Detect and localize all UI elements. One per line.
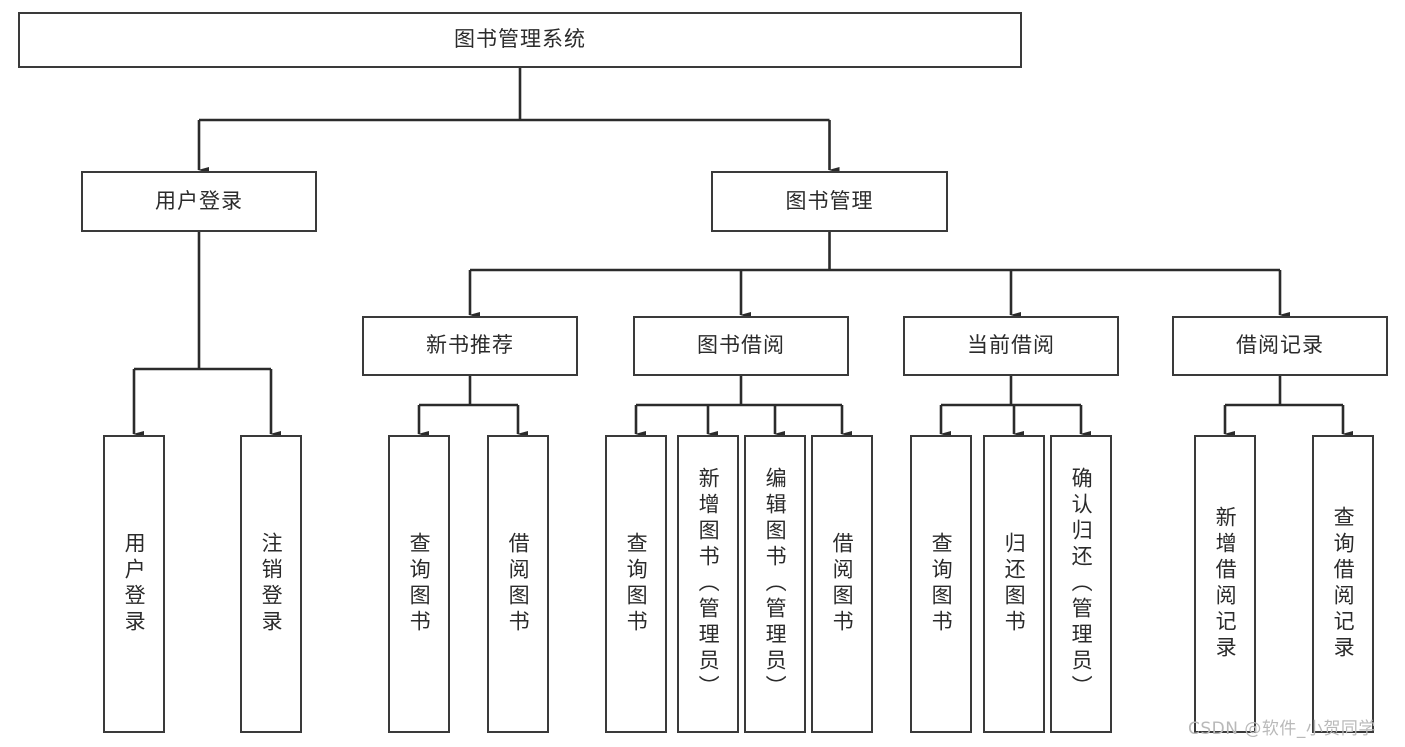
node-leaf-add-book-admin-label: 新增图书（管理员）	[696, 467, 721, 701]
node-leaf-borrow-book-recommend-label: 借阅图书	[506, 532, 531, 636]
node-leaf-return-book[interactable]: 归还图书	[983, 435, 1045, 733]
node-leaf-query-book-recommend-label: 查询图书	[407, 532, 432, 636]
node-leaf-logout[interactable]: 注销登录	[240, 435, 302, 733]
node-leaf-confirm-return-admin-label: 确认归还（管理员）	[1069, 467, 1094, 701]
node-leaf-add-book-admin[interactable]: 新增图书（管理员）	[677, 435, 739, 733]
node-leaf-user-login[interactable]: 用户登录	[103, 435, 165, 733]
node-book-borrow-label: 图书借阅	[697, 333, 785, 358]
node-leaf-add-borrow-record[interactable]: 新增借阅记录	[1194, 435, 1256, 733]
node-leaf-query-borrow-record[interactable]: 查询借阅记录	[1312, 435, 1374, 733]
node-borrow-record[interactable]: 借阅记录	[1172, 316, 1388, 376]
node-leaf-user-login-label: 用户登录	[122, 532, 147, 636]
node-leaf-return-book-label: 归还图书	[1002, 532, 1027, 636]
node-new-book-recommend-label: 新书推荐	[426, 333, 514, 358]
node-leaf-borrow-book-recommend[interactable]: 借阅图书	[487, 435, 549, 733]
node-book-borrow[interactable]: 图书借阅	[633, 316, 849, 376]
node-leaf-query-book-current-label: 查询图书	[929, 532, 954, 636]
node-root-label: 图书管理系统	[454, 27, 586, 52]
node-leaf-confirm-return-admin[interactable]: 确认归还（管理员）	[1050, 435, 1112, 733]
node-new-book-recommend[interactable]: 新书推荐	[362, 316, 578, 376]
node-leaf-query-borrow-record-label: 查询借阅记录	[1331, 506, 1356, 662]
node-leaf-logout-label: 注销登录	[259, 532, 284, 636]
node-root[interactable]: 图书管理系统	[18, 12, 1022, 68]
node-user-login[interactable]: 用户登录	[81, 171, 317, 232]
node-book-management-label: 图书管理	[785, 188, 874, 213]
node-book-management[interactable]: 图书管理	[711, 171, 948, 232]
node-leaf-query-book-recommend[interactable]: 查询图书	[388, 435, 450, 733]
node-leaf-borrow-book-label: 借阅图书	[830, 532, 855, 636]
node-leaf-query-book-borrow-label: 查询图书	[624, 532, 649, 636]
node-user-login-label: 用户登录	[155, 188, 243, 213]
node-current-borrow[interactable]: 当前借阅	[903, 316, 1119, 376]
watermark: CSDN @软件_小贺同学	[1188, 719, 1376, 739]
node-leaf-edit-book-admin-label: 编辑图书（管理员）	[763, 467, 788, 701]
node-leaf-edit-book-admin[interactable]: 编辑图书（管理员）	[744, 435, 806, 733]
node-leaf-borrow-book[interactable]: 借阅图书	[811, 435, 873, 733]
node-leaf-query-book-borrow[interactable]: 查询图书	[605, 435, 667, 733]
node-current-borrow-label: 当前借阅	[967, 333, 1055, 358]
node-leaf-query-book-current[interactable]: 查询图书	[910, 435, 972, 733]
node-leaf-add-borrow-record-label: 新增借阅记录	[1213, 506, 1238, 662]
node-borrow-record-label: 借阅记录	[1236, 333, 1324, 358]
